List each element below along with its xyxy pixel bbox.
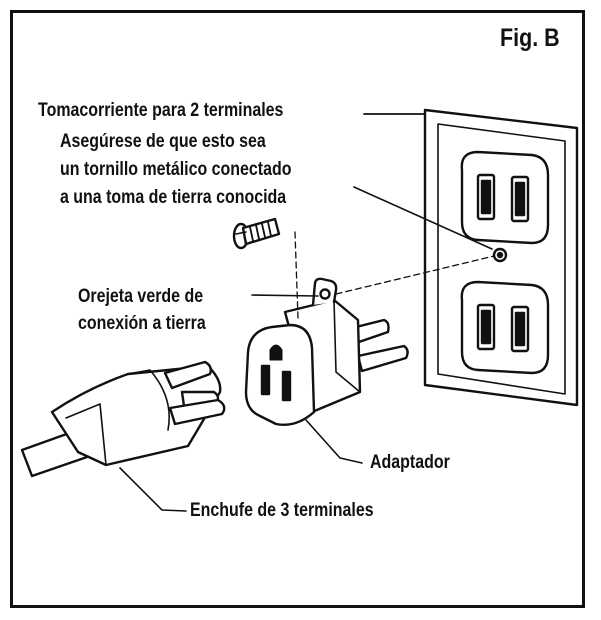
adapter-prong-bottom xyxy=(356,344,409,373)
screw-note-line: a una toma de tierra conocida xyxy=(60,187,287,208)
screw-to-outlet-line xyxy=(335,255,495,295)
screw-note-line: Asegúrese de que esto sea xyxy=(60,131,266,152)
leader-ground-lug xyxy=(251,294,319,297)
leader-adapter xyxy=(305,419,363,464)
ground-lug-line: Orejeta verde de xyxy=(78,286,204,307)
outlet-label: Tomacorriente para 2 terminales xyxy=(38,100,284,121)
plug-prong-top xyxy=(163,360,213,390)
ground-lug-line: conexión a tierra xyxy=(78,313,206,334)
screw-note-label: Asegúrese de que esto sea un tornillo me… xyxy=(60,128,291,212)
wall-outlet xyxy=(423,108,579,407)
ground-lug-label: Orejeta verde de conexión a tierra xyxy=(78,283,206,337)
outlet-plate-inner xyxy=(437,123,566,395)
adapter-front-face xyxy=(244,323,316,426)
leader-plug xyxy=(119,467,187,512)
plug-prong-bottom xyxy=(168,398,226,426)
adapter-ground-hole xyxy=(269,344,283,361)
grounding-adapter xyxy=(244,277,409,426)
ground-screw xyxy=(232,217,281,250)
three-prong-plug xyxy=(20,360,226,478)
plug-label: Enchufe de 3 terminales xyxy=(190,500,374,521)
adapter-slot-left xyxy=(260,364,271,396)
adapter-prong-top xyxy=(350,318,390,345)
screw-alignment-line xyxy=(294,231,299,319)
screw-note-line: un tornillo metálico conectado xyxy=(60,159,292,180)
leader-screw-note xyxy=(353,186,493,250)
figure-label: Fig. B xyxy=(500,24,560,52)
adapter-slot-right xyxy=(281,370,292,402)
outlet-receptacle-top xyxy=(460,150,550,245)
adapter-label: Adaptador xyxy=(370,452,450,473)
outlet-receptacle-bottom xyxy=(460,280,550,375)
